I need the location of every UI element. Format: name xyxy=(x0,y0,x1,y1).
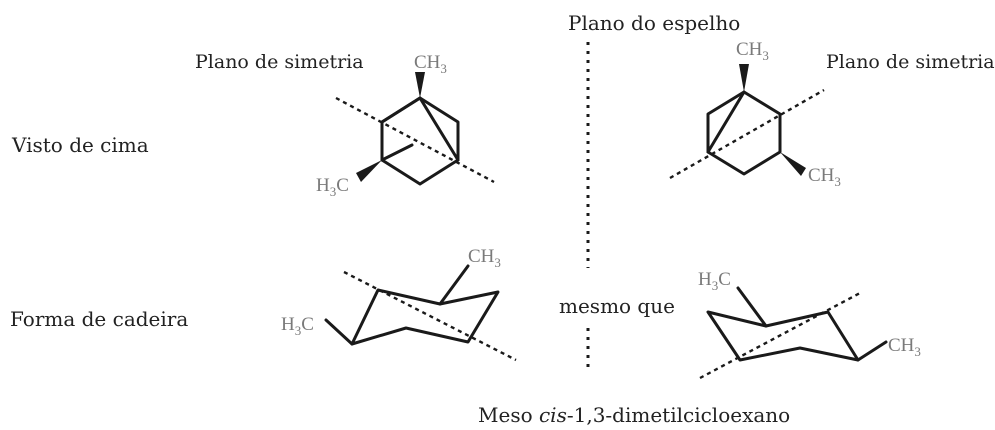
top-view-label: Visto de cima xyxy=(11,133,149,157)
bridge-bond-short xyxy=(380,143,414,162)
top-view-right-molecule: CH3 CH3 xyxy=(669,39,841,189)
methyl-bond xyxy=(736,286,768,328)
cyclohexane-ring-right-top xyxy=(706,90,782,176)
chair-form-right-molecule: H3C CH3 xyxy=(698,269,921,380)
bridge-bond xyxy=(706,90,746,154)
chair-ring-right xyxy=(706,310,860,362)
ring-edge xyxy=(380,96,422,124)
methyl-group-label: CH3 xyxy=(414,52,447,76)
methyl-group-label: CH3 xyxy=(468,246,501,270)
symmetry-plane-left-chair xyxy=(343,270,517,362)
wedge-bond-left xyxy=(356,160,382,182)
wedge-bond-right xyxy=(780,152,806,176)
methyl-group-label: CH3 xyxy=(736,39,769,63)
symmetry-plane-right-top xyxy=(669,88,825,180)
caption: Meso cis-1,3-dimetilcicloexano xyxy=(478,403,790,427)
methyl-group-label: CH3 xyxy=(808,165,841,189)
caption-italic: cis xyxy=(539,403,567,427)
methyl-bond xyxy=(438,264,470,306)
mirror-plane-label: Plano do espelho xyxy=(568,11,740,35)
caption-prefix: Meso xyxy=(478,403,539,427)
methyl-bond xyxy=(856,340,888,362)
symmetry-plane-label-left: Plano de simetria xyxy=(195,51,364,73)
methyl-group-label: H3C xyxy=(316,175,349,199)
same-as-label: mesmo que xyxy=(559,294,675,318)
chair-ring-left xyxy=(350,288,500,346)
chair-form-left-molecule: CH3 H3C xyxy=(281,246,517,362)
methyl-group-label: H3C xyxy=(698,269,731,293)
chair-form-label: Forma de cadeira xyxy=(10,307,188,331)
symmetry-plane-left-top xyxy=(335,96,495,184)
caption-suffix: -1,3-dimetilcicloexano xyxy=(567,403,790,427)
methyl-group-label: H3C xyxy=(281,314,314,338)
top-view-left-molecule: CH3 H3C xyxy=(316,52,495,199)
bridge-bond xyxy=(418,96,460,162)
wedge-bond-up xyxy=(739,64,749,92)
symmetry-plane-right-chair xyxy=(699,290,863,380)
methyl-bond xyxy=(324,318,354,346)
wedge-bond-up xyxy=(415,72,425,98)
methyl-group-label: CH3 xyxy=(888,335,921,359)
symmetry-plane-label-right: Plano de simetria xyxy=(826,51,995,73)
